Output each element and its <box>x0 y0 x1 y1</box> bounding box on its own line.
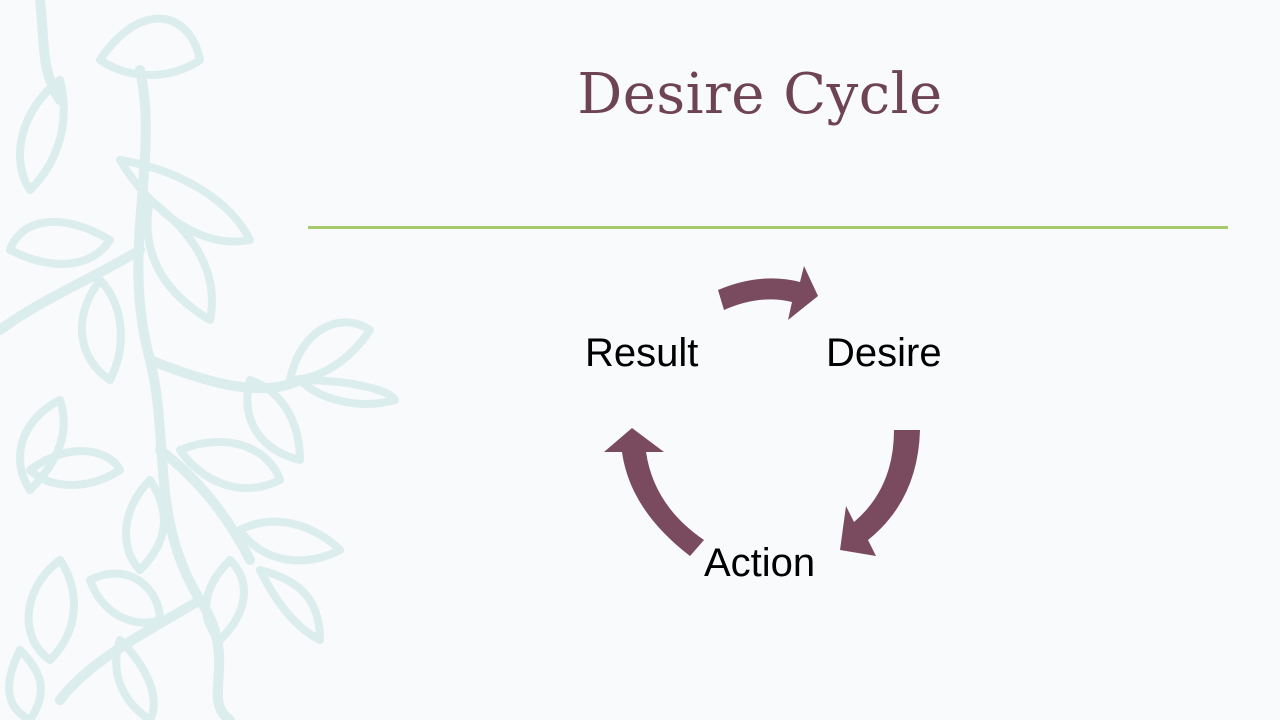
arrow-action-to-result <box>604 428 704 556</box>
node-desire: Desire <box>826 331 942 375</box>
node-action: Action <box>704 541 816 585</box>
arrow-desire-to-action <box>840 430 920 556</box>
arrow-result-to-desire <box>718 266 818 320</box>
title-divider <box>308 226 1228 229</box>
slide-title: Desire Cycle <box>577 62 943 127</box>
node-result: Result <box>585 331 699 375</box>
leaf-vine-decoration <box>0 0 399 720</box>
